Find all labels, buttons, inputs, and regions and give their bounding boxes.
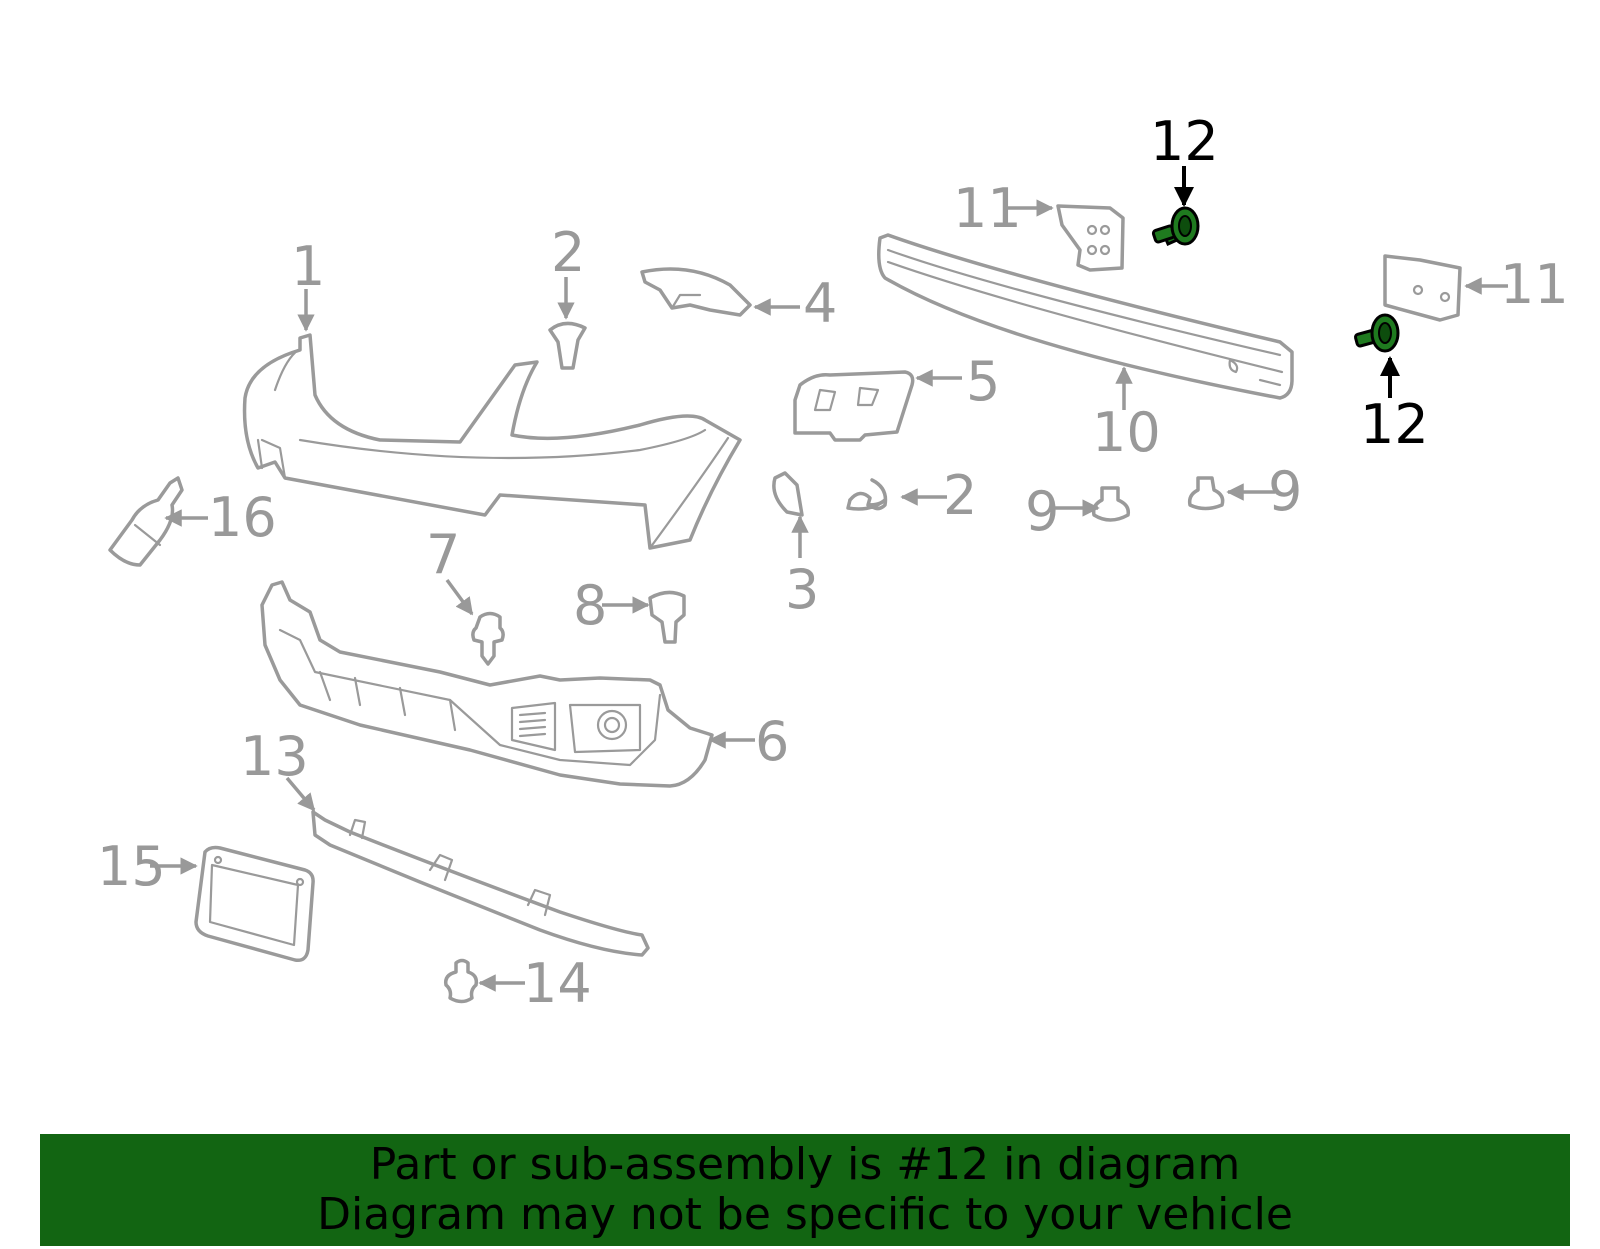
banner-line-1: Part or sub-assembly is #12 in diagram — [369, 1139, 1241, 1190]
part-8-clip — [648, 590, 686, 644]
callout-9-right: 9 — [1268, 460, 1302, 523]
callout-labels: 1 2 4 5 11 12 11 12 10 16 3 2 9 9 7 8 6 … — [97, 110, 1569, 1015]
leader-13 — [285, 776, 316, 812]
callout-5: 5 — [966, 350, 1000, 413]
info-banner: Part or sub-assembly is #12 in diagram D… — [40, 1134, 1570, 1246]
part-1-bumper-cover — [242, 333, 742, 550]
callout-14: 14 — [523, 952, 592, 1015]
part-11-bracket-left — [1056, 204, 1125, 272]
callout-8: 8 — [573, 574, 607, 637]
callout-7: 7 — [426, 523, 460, 586]
callout-2-upper: 2 — [551, 221, 585, 284]
part-15-license-bracket — [194, 845, 315, 963]
part-9-clip-left — [1091, 486, 1131, 522]
callout-2-lower: 2 — [943, 464, 977, 527]
part-9-clip-right — [1187, 476, 1225, 511]
callout-9-left: 9 — [1025, 480, 1059, 543]
part-10-reinforcement — [877, 233, 1294, 400]
leader-7 — [445, 578, 474, 616]
part-13-lower-strip — [311, 810, 650, 957]
part-6-lower-valance — [260, 580, 714, 788]
callout-12-upper[interactable]: 12 — [1150, 110, 1219, 173]
part-2-push-pin-upper — [548, 321, 587, 370]
leader-lines — [150, 166, 1508, 992]
callout-12-lower[interactable]: 12 — [1360, 393, 1429, 456]
callout-6: 6 — [755, 710, 789, 773]
part-3-clip — [772, 471, 804, 517]
callout-1: 1 — [291, 235, 325, 298]
callout-16: 16 — [208, 486, 277, 549]
callout-3: 3 — [785, 558, 819, 621]
part-16-sensor — [108, 476, 184, 567]
part-2-push-pin-lower — [846, 478, 888, 511]
callout-4: 4 — [803, 272, 837, 335]
part-4-bracket — [640, 267, 752, 317]
part-11-bracket-right — [1383, 254, 1462, 322]
part-12-bolt-upper — [1151, 206, 1200, 246]
part-5-bracket — [793, 370, 915, 442]
part-7-push-clip — [471, 611, 505, 666]
callout-15: 15 — [97, 835, 166, 898]
callout-11-left: 11 — [953, 177, 1022, 240]
part-12-bolt-lower — [1353, 313, 1400, 353]
callout-11-right: 11 — [1500, 253, 1569, 316]
part-14-fastener — [443, 958, 479, 1004]
callout-13: 13 — [240, 725, 309, 788]
banner-line-2: Diagram may not be specific to your vehi… — [317, 1189, 1293, 1240]
callout-10: 10 — [1092, 401, 1161, 464]
